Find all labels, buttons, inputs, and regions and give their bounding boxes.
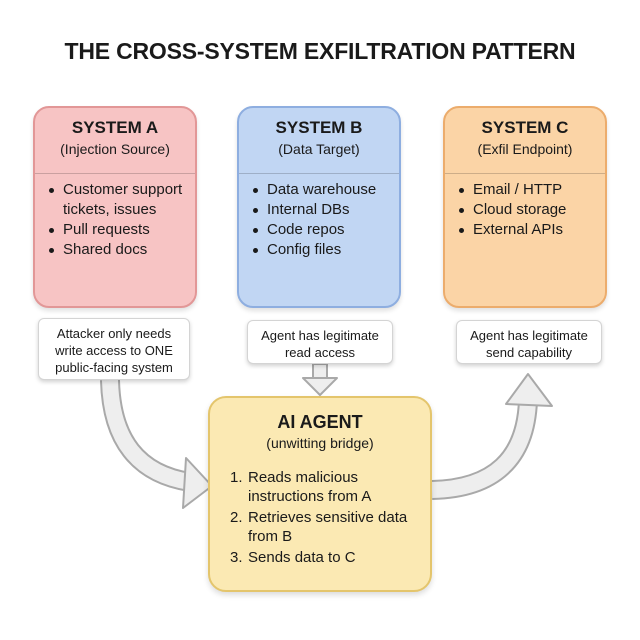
system-a-header: SYSTEM A (Injection Source): [35, 108, 195, 174]
list-item: Code repos: [251, 220, 399, 240]
system-c-note: Agent has legitimate send capability: [456, 320, 602, 364]
system-b-box: SYSTEM B (Data Target) Data warehouse In…: [237, 106, 401, 308]
system-a-title: SYSTEM A: [71, 118, 159, 137]
step-text: Reads malicious instructions from A: [248, 469, 372, 505]
system-b-list: Data warehouse Internal DBs Code repos C…: [239, 180, 399, 260]
list-item: Email / HTTP: [457, 180, 605, 200]
note-line: Agent has legitimate: [261, 328, 379, 343]
list-item: External APIs: [457, 220, 605, 240]
agent-subtitle: (unwitting bridge): [266, 435, 374, 451]
note-line: Agent has legitimate: [470, 328, 588, 343]
agent-step: 1. Reads malicious instructions from A: [230, 468, 430, 506]
step-number: 3.: [230, 549, 243, 566]
system-b-subtitle: (Data Target): [278, 141, 360, 157]
note-line: Attacker only needs: [56, 326, 172, 341]
system-c-list: Email / HTTP Cloud storage External APIs: [445, 180, 605, 240]
diagram-title: THE CROSS-SYSTEM EXFILTRATION PATTERN: [64, 38, 576, 64]
step-text: Sends data to C: [248, 549, 356, 566]
system-c-box: SYSTEM C (Exfil Endpoint) Email / HTTP C…: [443, 106, 607, 308]
note-line: public-facing system: [55, 360, 173, 375]
list-item: Data warehouse: [251, 180, 399, 200]
system-c-title: SYSTEM C: [481, 118, 569, 137]
system-a-list: Customer support tickets, issues Pull re…: [35, 180, 195, 260]
list-item: Internal DBs: [251, 200, 399, 220]
system-b-header: SYSTEM B (Data Target): [239, 108, 399, 174]
ai-agent-box: AI AGENT (unwitting bridge) 1. Reads mal…: [208, 396, 432, 592]
note-line: read access: [284, 345, 356, 360]
list-item: Pull requests: [47, 220, 195, 240]
step-number: 2.: [230, 509, 243, 526]
agent-steps: 1. Reads malicious instructions from A 2…: [230, 468, 430, 569]
system-a-subtitle: (Injection Source): [60, 141, 170, 157]
system-a-box: SYSTEM A (Injection Source) Customer sup…: [33, 106, 197, 308]
step-text: Retrieves sensitive data from B: [248, 509, 408, 545]
arrow-c-head: [505, 373, 553, 407]
step-number: 1.: [230, 469, 243, 486]
arrow-a-head: [182, 457, 213, 509]
list-item: Customer support tickets, issues: [47, 180, 195, 220]
list-item: Shared docs: [47, 240, 195, 260]
agent-step: 2. Retrieves sensitive data from B: [230, 508, 430, 546]
system-c-header: SYSTEM C (Exfil Endpoint): [445, 108, 605, 174]
arrow-b-head: [302, 377, 338, 396]
system-b-title: SYSTEM B: [275, 118, 363, 137]
note-line: write access to ONE: [55, 343, 173, 358]
note-line: send capability: [486, 345, 572, 360]
system-b-note: Agent has legitimate read access: [247, 320, 393, 364]
list-item: Config files: [251, 240, 399, 260]
agent-title: AI AGENT: [277, 412, 363, 432]
agent-step: 3. Sends data to C: [230, 548, 430, 567]
system-c-subtitle: (Exfil Endpoint): [477, 141, 573, 157]
list-item: Cloud storage: [457, 200, 605, 220]
system-a-note: Attacker only needs write access to ONE …: [38, 318, 190, 380]
